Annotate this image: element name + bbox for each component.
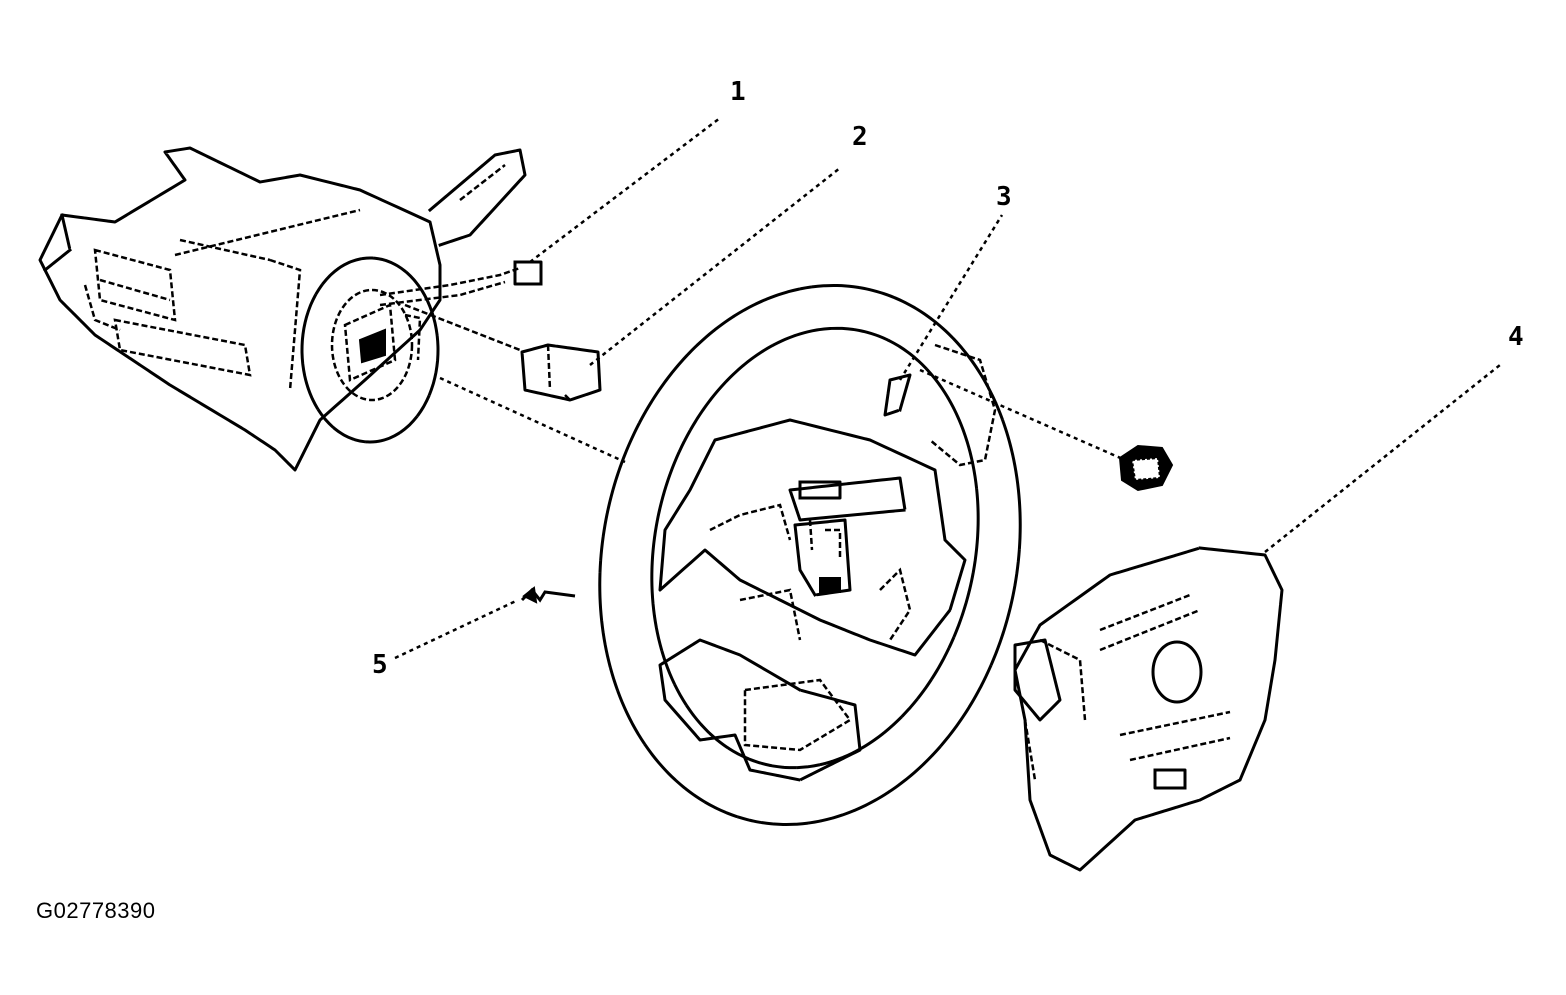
leader-lines — [394, 117, 1501, 660]
callout-4: 4 — [1508, 322, 1524, 352]
clock-spring — [300, 256, 440, 444]
callout-3: 3 — [996, 182, 1012, 212]
callout-5: 5 — [372, 650, 388, 680]
steering-column-housing — [38, 146, 527, 472]
horn-contact-pin — [520, 586, 576, 604]
steering-wheel — [598, 283, 1022, 827]
callout-2: 2 — [852, 122, 868, 152]
figure-id: G02778390 — [36, 898, 156, 923]
callout-labels: 1 2 3 4 5 — [372, 77, 1524, 680]
callout-1: 1 — [730, 77, 746, 107]
wiring-harness — [379, 260, 602, 402]
airbag-module — [1013, 546, 1284, 872]
steering-wheel-nut — [1118, 444, 1174, 492]
